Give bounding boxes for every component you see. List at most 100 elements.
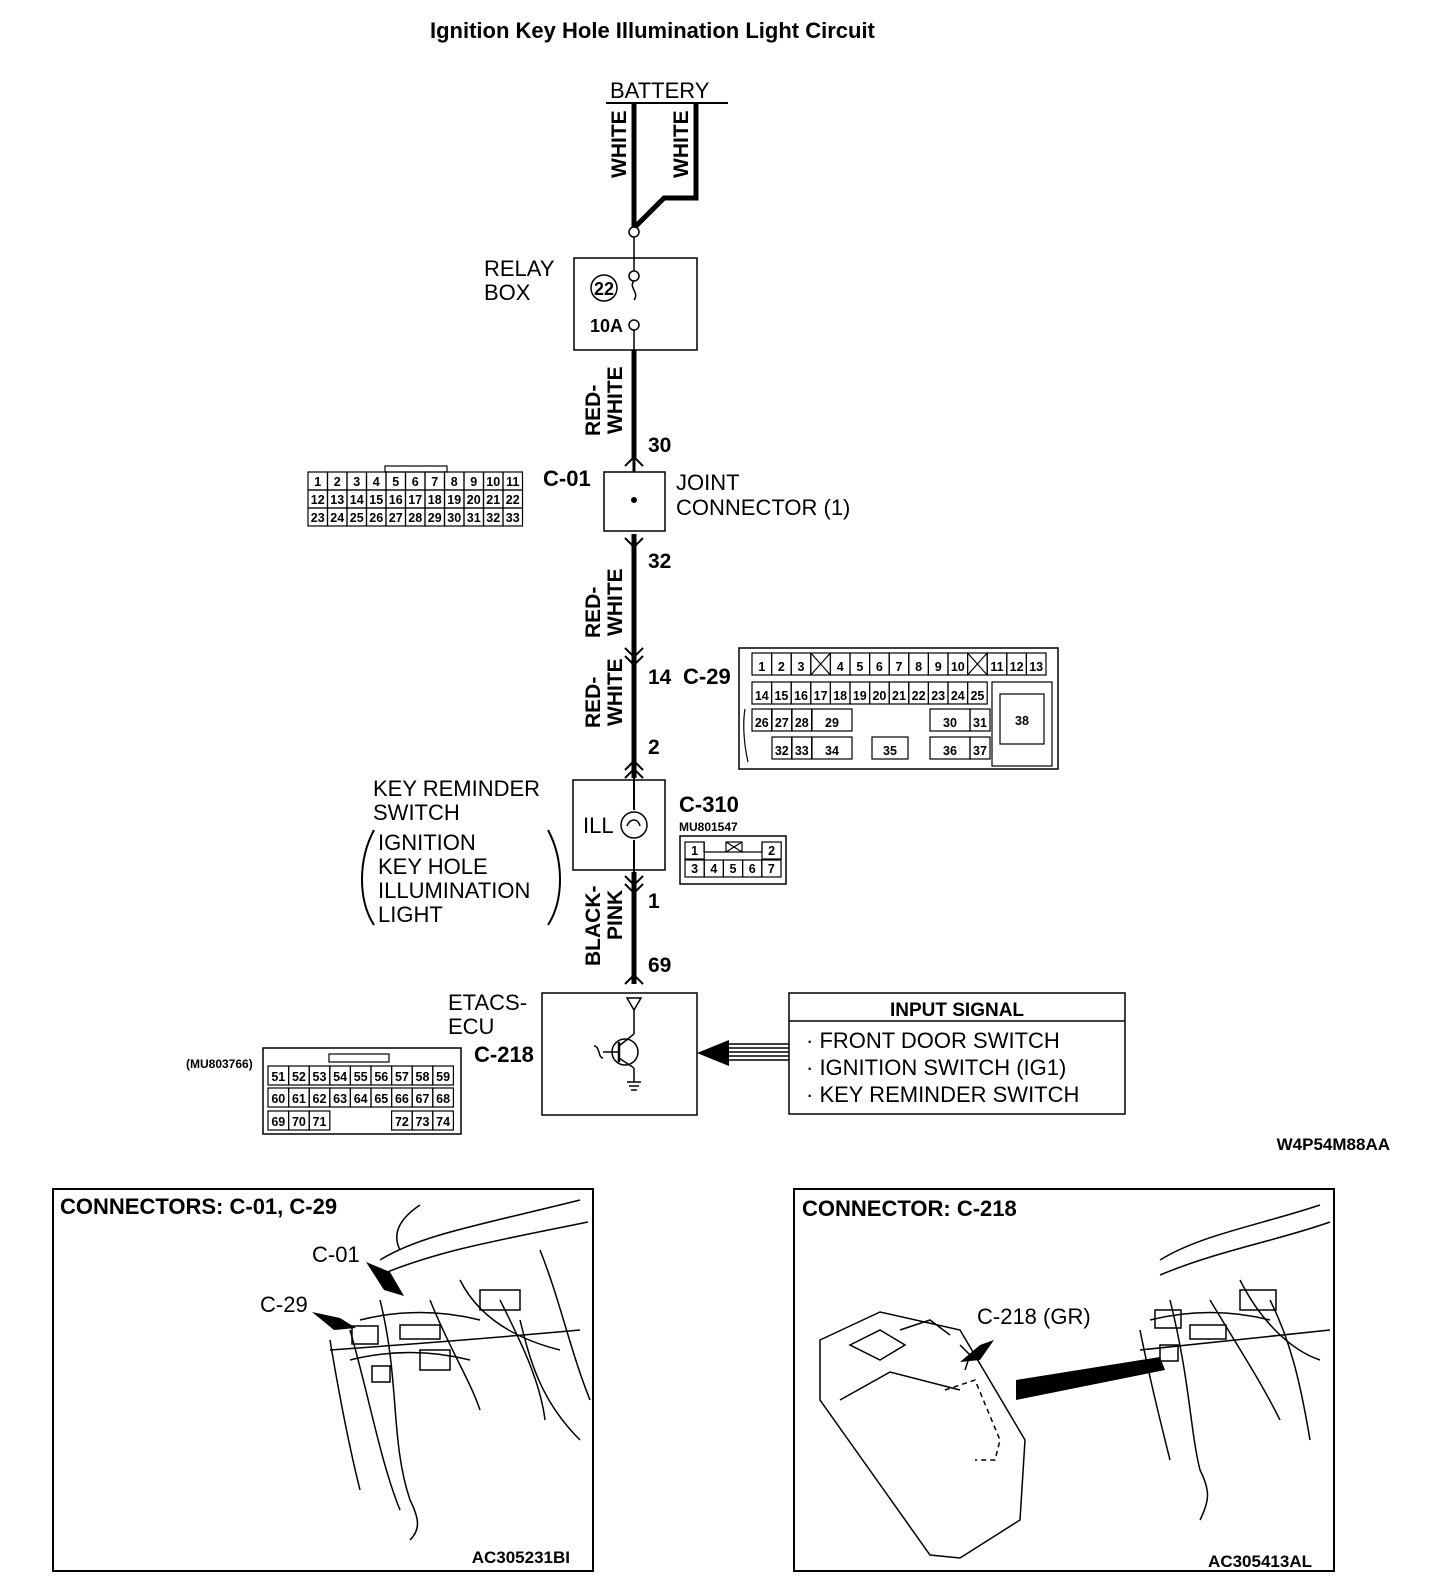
diagram-code: W4P54M88AA	[1277, 1135, 1390, 1154]
pin-number: 10	[486, 475, 500, 489]
pin-number: 23	[311, 511, 325, 525]
connector-key	[703, 842, 726, 853]
pin-number: 12	[1010, 660, 1024, 674]
input-arrow	[697, 1040, 789, 1066]
ill-label: ILL	[583, 813, 614, 838]
pin-number: 3	[798, 660, 805, 674]
pin-number: 51	[271, 1070, 285, 1084]
pin-number: 59	[436, 1070, 450, 1084]
pin-number: 31	[467, 511, 481, 525]
connector-latch	[743, 708, 749, 763]
ecu-illustration	[819, 1311, 1026, 1559]
joint-connector-id: C-01	[543, 466, 591, 491]
etacs-label-1: ETACS-	[448, 990, 527, 1015]
pin-14: 14	[648, 666, 672, 689]
c310-part-no: MU801547	[679, 820, 738, 834]
relay-box-label-1: RELAY	[484, 256, 555, 281]
pin-number: 21	[486, 493, 500, 507]
dashboard-harness-illustration	[329, 1199, 591, 1541]
pin-number: 7	[896, 660, 903, 674]
pin-number: 55	[354, 1070, 368, 1084]
pin-number: 16	[389, 493, 403, 507]
c310-id: C-310	[679, 792, 739, 817]
pin-number: 68	[436, 1092, 450, 1106]
pin-number: 71	[313, 1115, 327, 1129]
c218-part-no: (MU803766)	[186, 1057, 253, 1071]
pin-number: 4	[373, 475, 380, 489]
pin-cell	[991, 681, 1053, 767]
pin-2: 2	[648, 736, 660, 759]
right-panel-code: AC305413AL	[1208, 1552, 1312, 1571]
pin-number: 15	[369, 493, 383, 507]
left-panel-c29-label: C-29	[260, 1292, 308, 1317]
connector-outline	[679, 835, 787, 885]
relay-box-label-2: BOX	[484, 280, 531, 305]
pin-number: 14	[350, 493, 364, 507]
pin-number: 36	[943, 744, 957, 758]
pin-number: 33	[795, 744, 809, 758]
connector-outline	[262, 1047, 462, 1135]
right-panel-title: CONNECTOR: C-218	[802, 1196, 1017, 1221]
pin-number: 5	[856, 660, 863, 674]
key-reminder-switch-box	[572, 779, 666, 871]
pin-number: 3	[691, 862, 698, 876]
paren-line-4: LIGHT	[378, 902, 443, 927]
left-panel	[52, 1188, 594, 1572]
arrow-icon	[312, 1312, 356, 1330]
connector-chevron	[624, 537, 644, 549]
connector-c29-mark	[624, 647, 644, 667]
pin-number: 29	[428, 511, 442, 525]
pin-number: 64	[354, 1092, 368, 1106]
pin-number: 4	[837, 660, 844, 674]
pin-number: 13	[1029, 660, 1043, 674]
connector-key	[725, 841, 743, 853]
pin-number: 24	[330, 511, 344, 525]
fuse-number: 22	[594, 279, 614, 299]
pin-number: 8	[915, 660, 922, 674]
pin-number: 21	[892, 689, 906, 703]
input-signal-item: · IGNITION SWITCH (IG1)	[806, 1055, 1066, 1080]
pin-cell	[966, 681, 988, 705]
pin-number: 19	[447, 493, 461, 507]
pin-number: 69	[271, 1115, 285, 1129]
joint-dot	[631, 497, 637, 503]
input-signal-item: · KEY REMINDER SWITCH	[806, 1082, 1079, 1107]
paren-right	[547, 829, 561, 926]
pin-number: 2	[334, 475, 341, 489]
paren-line-1: IGNITION	[378, 830, 476, 855]
pin-cell	[999, 693, 1045, 745]
pin-number: 22	[912, 689, 926, 703]
key-reminder-label-2: SWITCH	[373, 800, 460, 825]
pin-number: 28	[795, 716, 809, 730]
pin-number: 13	[330, 493, 344, 507]
pin-cell	[811, 736, 853, 760]
pin-number: 61	[292, 1092, 306, 1106]
pin-number: 18	[428, 493, 442, 507]
arrow-icon	[366, 1262, 404, 1296]
pin-number: 9	[470, 475, 477, 489]
pin-cell	[761, 859, 782, 878]
c29-id: C-29	[683, 664, 731, 689]
connector-c310-mark-top	[624, 759, 644, 779]
pin-number: 30	[447, 511, 461, 525]
pin-cell	[432, 1087, 454, 1108]
joint-connector-label-2: CONNECTOR (1)	[676, 495, 850, 520]
etacs-ecu-box	[541, 992, 698, 1116]
pin-number: 11	[506, 475, 519, 489]
pin-number: 2	[778, 660, 785, 674]
connector-chevron	[624, 973, 644, 985]
pin-1: 1	[648, 890, 660, 913]
pin-number: 7	[768, 862, 775, 876]
pin-number: 26	[369, 511, 383, 525]
right-panel-label: C-218 (GR)	[977, 1304, 1091, 1329]
pin-number: 33	[506, 511, 520, 525]
pin-number: 4	[710, 862, 717, 876]
left-panel-title: CONNECTORS: C-01, C-29	[60, 1194, 337, 1219]
wire-black-pink-a: BLACK-	[582, 886, 605, 966]
pin-number: 31	[973, 716, 987, 730]
connector-key	[328, 1053, 390, 1063]
pin-number: 57	[395, 1070, 409, 1084]
key-reminder-label-1: KEY REMINDER	[373, 776, 540, 801]
